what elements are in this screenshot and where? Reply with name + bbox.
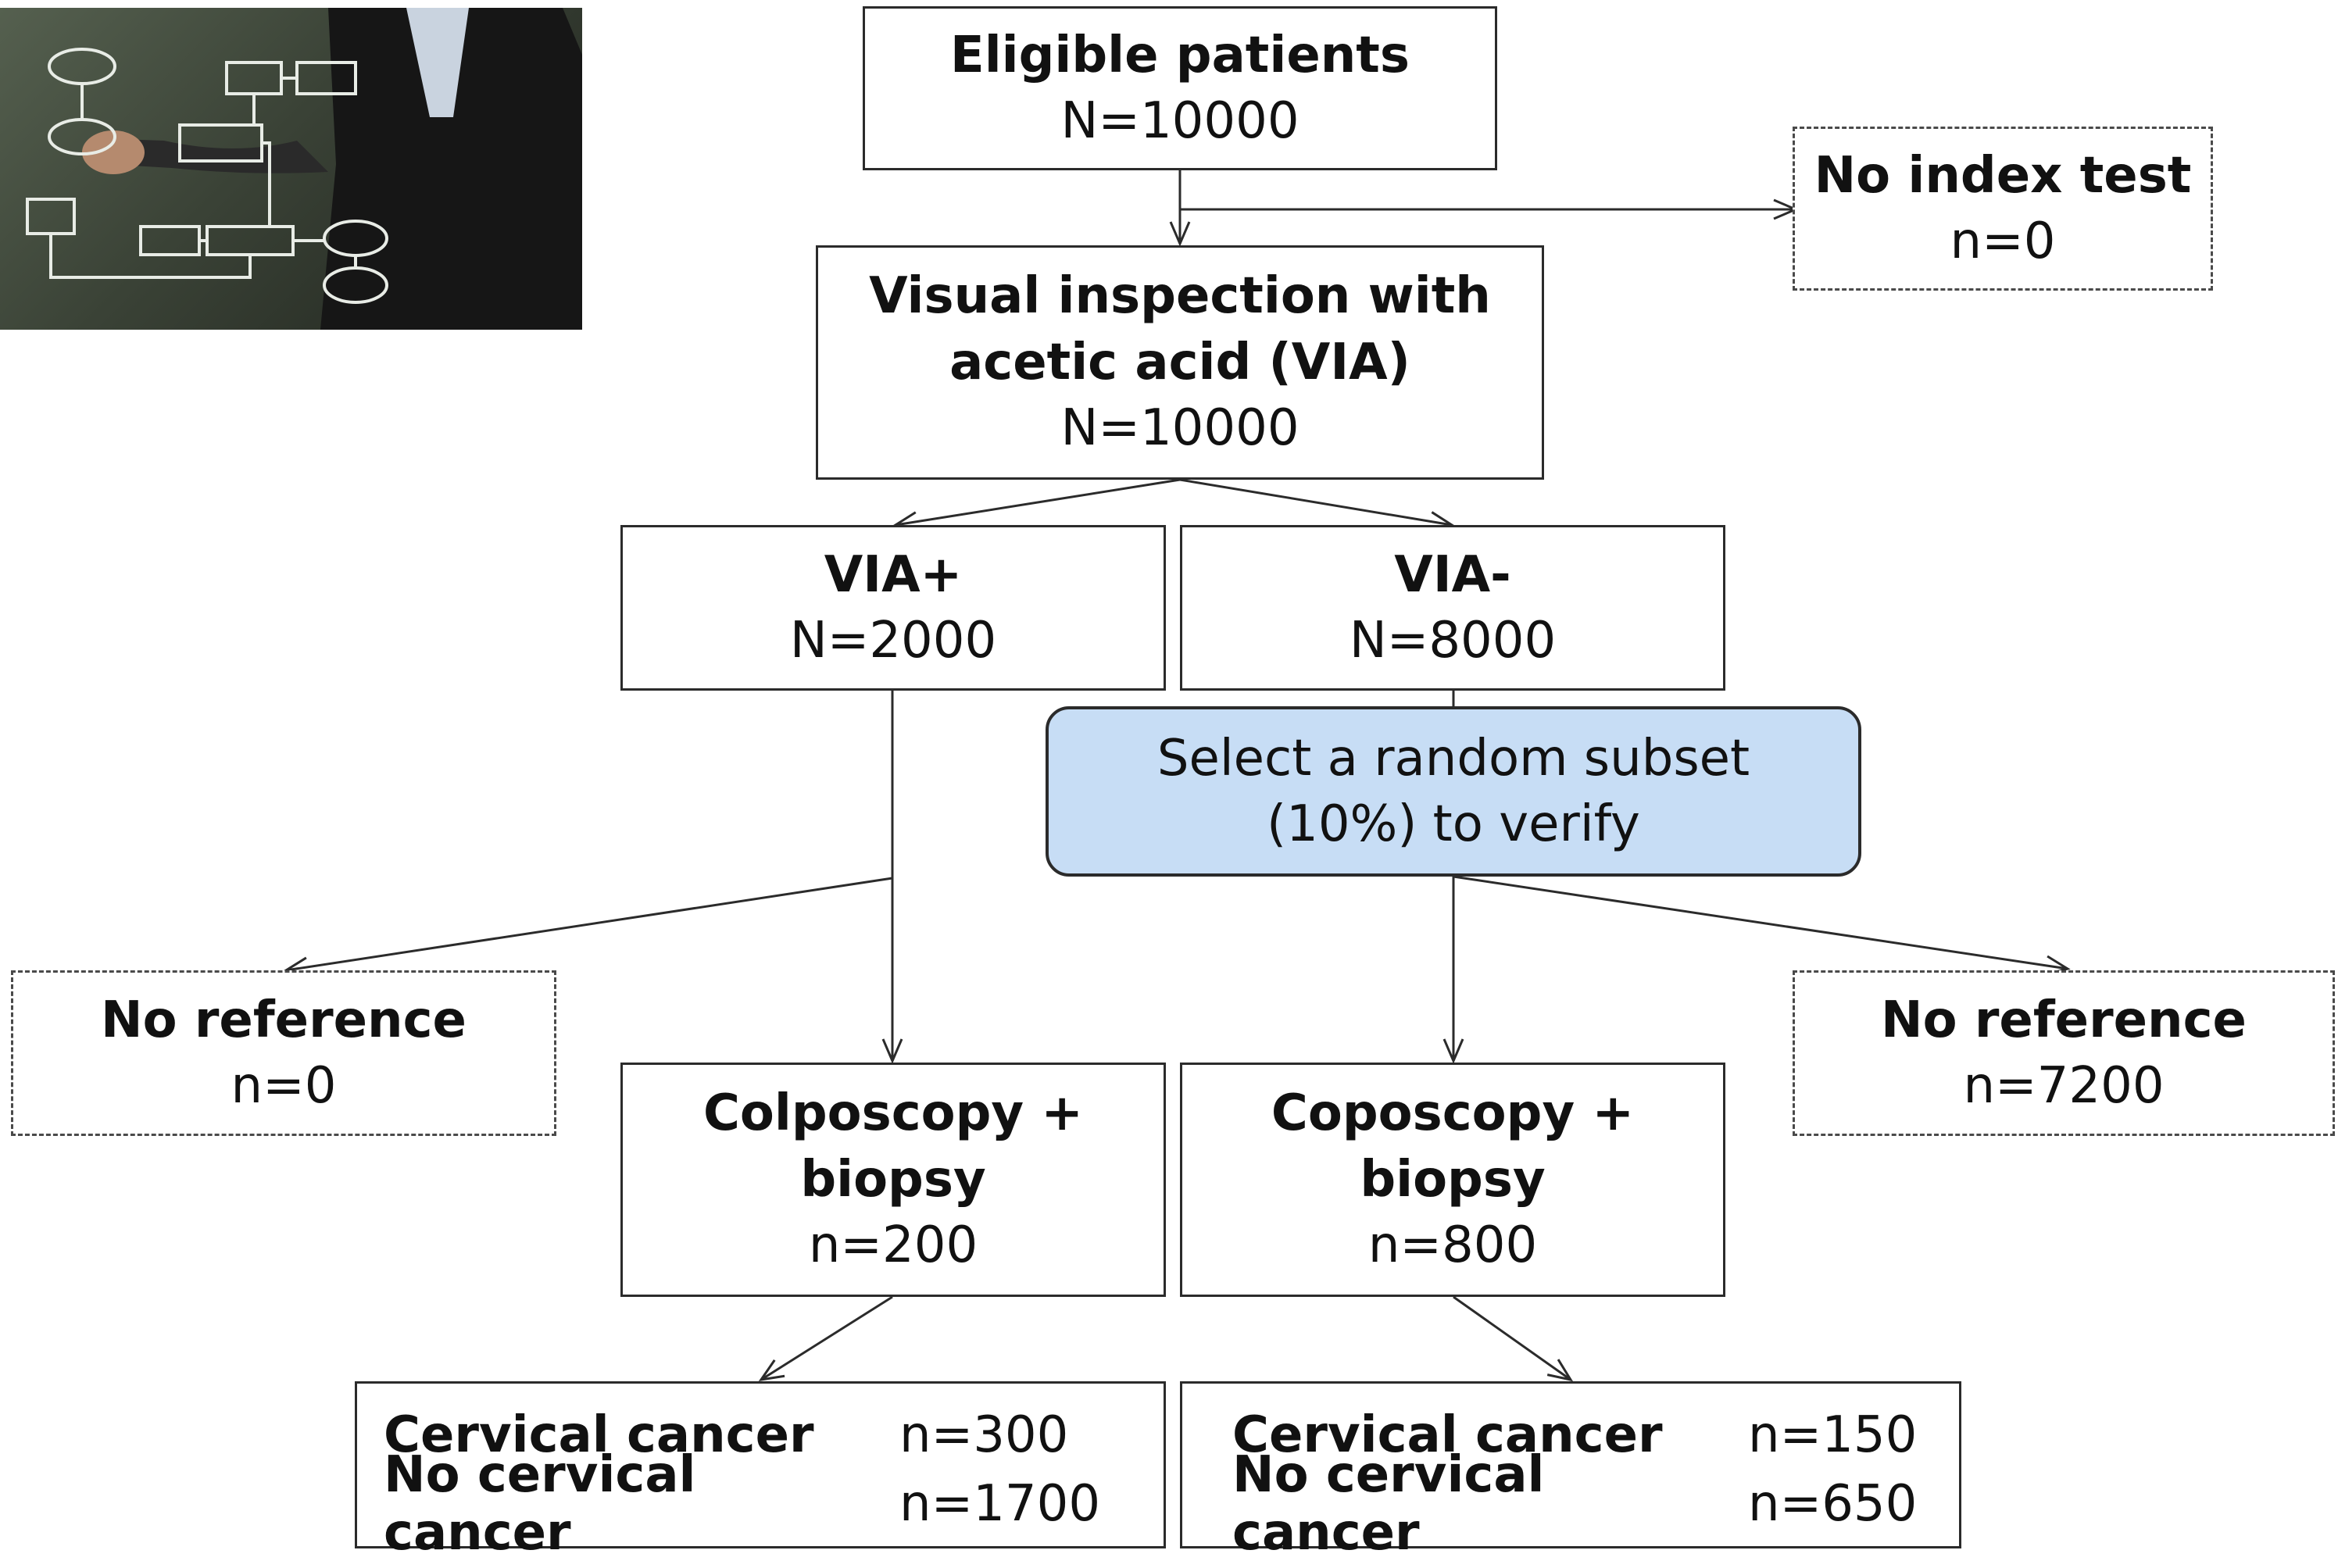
coposcopy-line2: biopsy (1360, 1150, 1546, 1209)
outcome-right-box: Cervical cancer n=150 No cervical cancer… (1180, 1381, 1961, 1562)
outcome-right-cancer-label: Cervical cancer (1232, 1406, 1663, 1464)
arrow-colposcopy-to-outcome (758, 1295, 893, 1382)
coposcopy-count: n=800 (1367, 1216, 1538, 1275)
no-reference-right-title: No reference (1881, 991, 2247, 1049)
flowchart-sketch-illustration (26, 8, 582, 330)
arrow-via-pos-to-no-reference (283, 877, 893, 978)
arrow-via-to-via-pos (892, 478, 1181, 532)
random-subset-line1: Select a random subset (1156, 729, 1750, 788)
via-box: Visual inspection with acetic acid (VIA)… (816, 245, 1544, 480)
coposcopy-biopsy-box: Coposcopy + biopsy n=800 (1180, 1063, 1725, 1297)
arrow-coposcopy-to-outcome (1453, 1295, 1574, 1382)
outcome-left-box: Cervical cancer n=300 No cervical cancer… (355, 1381, 1166, 1562)
flowchart-photo-image (0, 8, 582, 330)
outcome-left-cancer-row: Cervical cancer n=300 (384, 1401, 1164, 1470)
colposcopy-line1: Colposcopy + (702, 1084, 1084, 1143)
outcome-left-no-cancer-row: No cervical cancer n=1700 (384, 1446, 1164, 1562)
colposcopy-count: n=200 (808, 1216, 978, 1275)
arrow-subset-to-no-reference (1453, 875, 2071, 977)
via-title-line2: acetic acid (VIA) (949, 333, 1410, 391)
outcome-left-no-cancer-count: n=1700 (899, 1475, 1101, 1533)
no-index-test-box: No index test n=0 (1793, 127, 2213, 291)
outcome-right-no-cancer-row: No cervical cancer n=650 (1232, 1446, 1959, 1562)
eligible-patients-box: Eligible patients N=10000 (863, 6, 1497, 170)
random-subset-line2: (10%) to verify (1267, 795, 1640, 853)
via-count: N=10000 (1060, 399, 1299, 458)
via-positive-title: VIA+ (824, 545, 963, 604)
via-negative-title: VIA- (1394, 545, 1511, 604)
via-negative-box: VIA- N=8000 (1180, 525, 1725, 691)
outcome-left-no-cancer-label: No cervical cancer (384, 1446, 696, 1562)
no-reference-left-title: No reference (101, 991, 467, 1049)
no-index-test-title: No index test (1814, 146, 2192, 205)
eligible-patients-title: Eligible patients (950, 26, 1410, 84)
via-positive-box: VIA+ N=2000 (620, 525, 1166, 691)
arrow-via-to-via-neg (1179, 478, 1455, 532)
outcome-right-no-cancer-label: No cervical cancer (1232, 1446, 1545, 1562)
eligible-patients-count: N=10000 (1060, 92, 1299, 150)
no-index-test-count: n=0 (1950, 213, 2056, 270)
via-negative-count: N=8000 (1349, 612, 1557, 670)
via-positive-count: N=2000 (789, 612, 997, 670)
colposcopy-biopsy-box: Colposcopy + biopsy n=200 (620, 1063, 1166, 1297)
no-reference-left-count: n=0 (231, 1057, 337, 1115)
outcome-left-cancer-label: Cervical cancer (384, 1406, 814, 1464)
coposcopy-line1: Coposcopy + (1271, 1084, 1635, 1143)
no-reference-right-box: No reference n=7200 (1793, 970, 2335, 1136)
no-reference-right-count: n=7200 (1963, 1057, 2165, 1115)
colposcopy-line2: biopsy (800, 1150, 986, 1209)
no-reference-left-box: No reference n=0 (11, 970, 556, 1136)
outcome-right-cancer-count: n=150 (1748, 1406, 1918, 1464)
outcome-right-no-cancer-count: n=650 (1748, 1475, 1918, 1533)
outcome-left-cancer-count: n=300 (899, 1406, 1069, 1464)
via-title-line1: Visual inspection with (869, 267, 1491, 326)
outcome-right-cancer-row: Cervical cancer n=150 (1232, 1401, 1959, 1470)
random-subset-box: Select a random subset (10%) to verify (1046, 706, 1861, 877)
